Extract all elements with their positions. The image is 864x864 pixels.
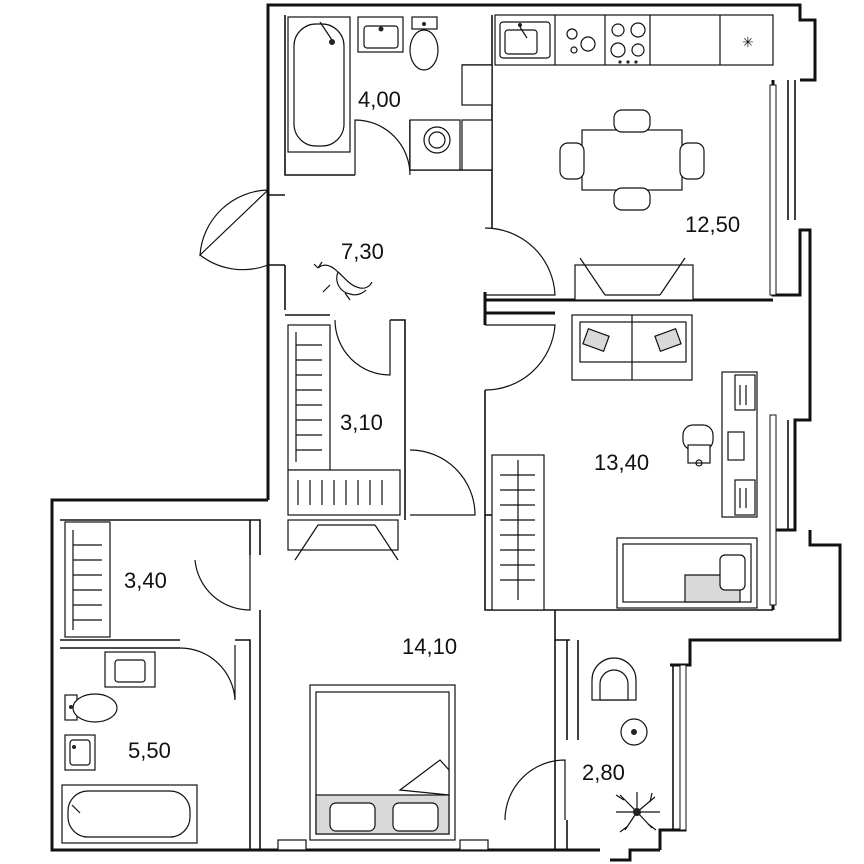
- wardrobe-dressing: [64, 521, 111, 638]
- wardrobe-bedroom: [491, 454, 545, 611]
- area-label-dressing-room: 3,40: [124, 568, 167, 593]
- tv-unit-kitchen: [574, 257, 694, 301]
- sofa: [571, 314, 693, 381]
- armchair: [591, 657, 637, 701]
- area-label-hallway: 7,30: [341, 239, 384, 264]
- area-label-bathroom-bottom: 5,50: [128, 738, 171, 763]
- sink-bottom: [64, 734, 96, 771]
- doors: [179, 119, 566, 821]
- outer-walls: [50, 3, 842, 862]
- wardrobe-closet: [287, 324, 401, 561]
- desk-workspace: [682, 371, 758, 518]
- toilet-top: [409, 16, 439, 71]
- single-bed: [616, 537, 758, 609]
- area-label-kitchen: 12,50: [685, 212, 740, 237]
- washing-machine: [409, 119, 461, 171]
- windows: [679, 84, 777, 831]
- kitchen-counter: ✳: [494, 14, 774, 66]
- toilet-bottom: [64, 693, 118, 723]
- side-table: [620, 718, 648, 746]
- area-label-bedroom-main: 14,10: [402, 634, 457, 659]
- double-bed: [277, 684, 489, 851]
- area-label-bathroom-top: 4,00: [358, 87, 401, 112]
- area-label-bedroom-right: 13,40: [594, 450, 649, 475]
- cat-icon: [313, 261, 373, 301]
- plant-icon: [615, 792, 660, 833]
- sink-top: [357, 16, 404, 53]
- washer-bottom: [104, 651, 156, 688]
- dining-table: [559, 109, 705, 211]
- area-label-balcony: 2,80: [582, 760, 625, 785]
- bathtub-top: [287, 16, 351, 153]
- area-label-closet: 3,10: [340, 410, 383, 435]
- bathtub-bottom: [61, 784, 198, 844]
- svg-text:✳: ✳: [742, 35, 754, 51]
- area-labels: 4,00 7,30 12,50 3,10 13,40 3,40 14,10 5,…: [124, 87, 740, 785]
